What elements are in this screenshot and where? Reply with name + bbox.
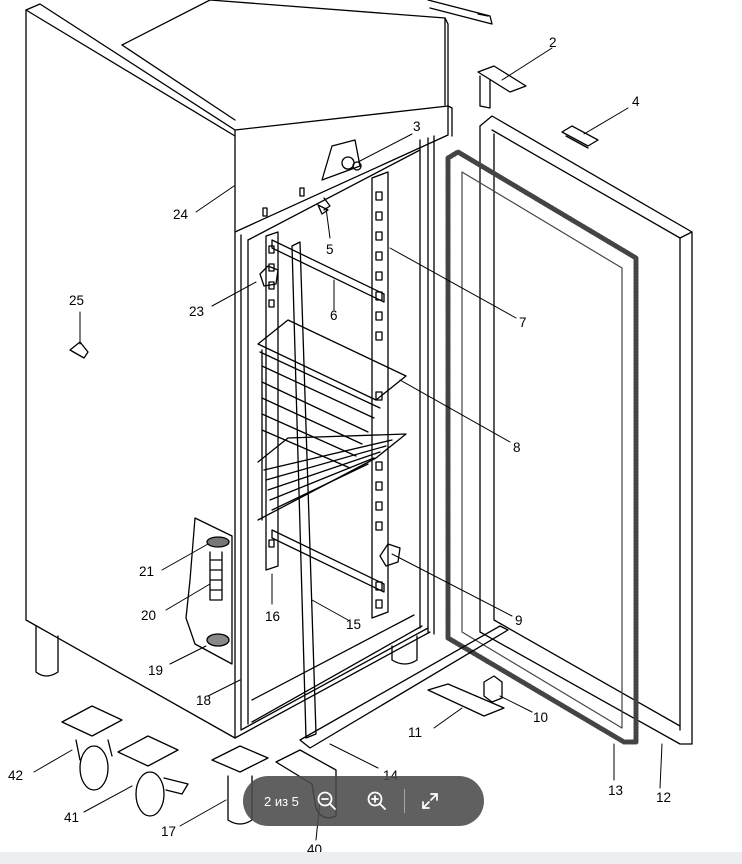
top-bracket bbox=[427, 0, 493, 25]
zoom-in-icon bbox=[367, 791, 386, 810]
callout-25: 25 bbox=[69, 293, 84, 308]
callout-17: 17 bbox=[161, 824, 176, 839]
hinge-bracket bbox=[259, 265, 279, 287]
callout-20: 20 bbox=[141, 608, 156, 623]
drain-cutout bbox=[185, 517, 233, 665]
fullscreen-button[interactable] bbox=[411, 782, 449, 820]
callout-2: 2 bbox=[549, 35, 557, 50]
handle-knob bbox=[69, 341, 89, 359]
callout-23: 23 bbox=[189, 304, 204, 319]
lower-wire-shelf bbox=[257, 433, 407, 521]
callout-labels: 2 3 4 5 6 7 8 9 10 11 12 13 14 15 16 17 … bbox=[8, 35, 671, 852]
caster-41 bbox=[117, 735, 189, 817]
lower-hinge bbox=[379, 543, 401, 567]
bottom-hinge-arm bbox=[299, 625, 509, 749]
callout-5: 5 bbox=[326, 242, 334, 257]
toolbar-separator bbox=[404, 789, 405, 813]
part-4 bbox=[561, 125, 599, 149]
viewer-toolbar: 2 из 5 bbox=[243, 776, 484, 826]
callout-8: 8 bbox=[513, 440, 521, 455]
leader-lines bbox=[33, 47, 663, 841]
shelf-supports bbox=[271, 239, 385, 593]
viewer-bottom-bar bbox=[0, 852, 742, 864]
door-gasket bbox=[445, 149, 639, 745]
callout-15: 15 bbox=[346, 617, 361, 632]
rear-rack-rail bbox=[371, 171, 389, 619]
fullscreen-icon bbox=[422, 793, 438, 809]
callout-12: 12 bbox=[656, 790, 671, 805]
divider-post bbox=[291, 241, 317, 739]
callout-11: 11 bbox=[408, 725, 422, 740]
callout-16: 16 bbox=[265, 609, 280, 624]
callout-18: 18 bbox=[196, 693, 211, 708]
cabinet-body bbox=[25, 0, 449, 739]
callout-24: 24 bbox=[173, 207, 189, 222]
page-indicator: 2 из 5 bbox=[264, 793, 299, 809]
callout-9: 9 bbox=[515, 613, 523, 628]
callout-6: 6 bbox=[330, 308, 338, 323]
door-frame bbox=[479, 115, 693, 745]
callout-42: 42 bbox=[8, 768, 23, 783]
callout-19: 19 bbox=[148, 663, 163, 678]
hinge-plate bbox=[427, 675, 505, 717]
callout-3: 3 bbox=[413, 119, 421, 134]
callout-41: 41 bbox=[64, 810, 79, 825]
top-front-panel bbox=[234, 105, 453, 233]
callout-4: 4 bbox=[632, 94, 640, 109]
callout-21: 21 bbox=[139, 564, 154, 579]
inner-frame bbox=[234, 135, 435, 739]
callout-10: 10 bbox=[533, 710, 548, 725]
zoom-out-icon bbox=[317, 791, 336, 810]
door-lock bbox=[321, 139, 362, 181]
zoom-out-button[interactable] bbox=[308, 782, 346, 820]
caster-42 bbox=[61, 705, 123, 791]
upper-wire-shelf bbox=[257, 319, 407, 521]
callout-13: 13 bbox=[608, 783, 623, 798]
callout-7: 7 bbox=[519, 315, 527, 330]
zoom-in-button[interactable] bbox=[358, 782, 396, 820]
part-2 bbox=[477, 65, 527, 109]
callout-40: 40 bbox=[307, 842, 322, 852]
